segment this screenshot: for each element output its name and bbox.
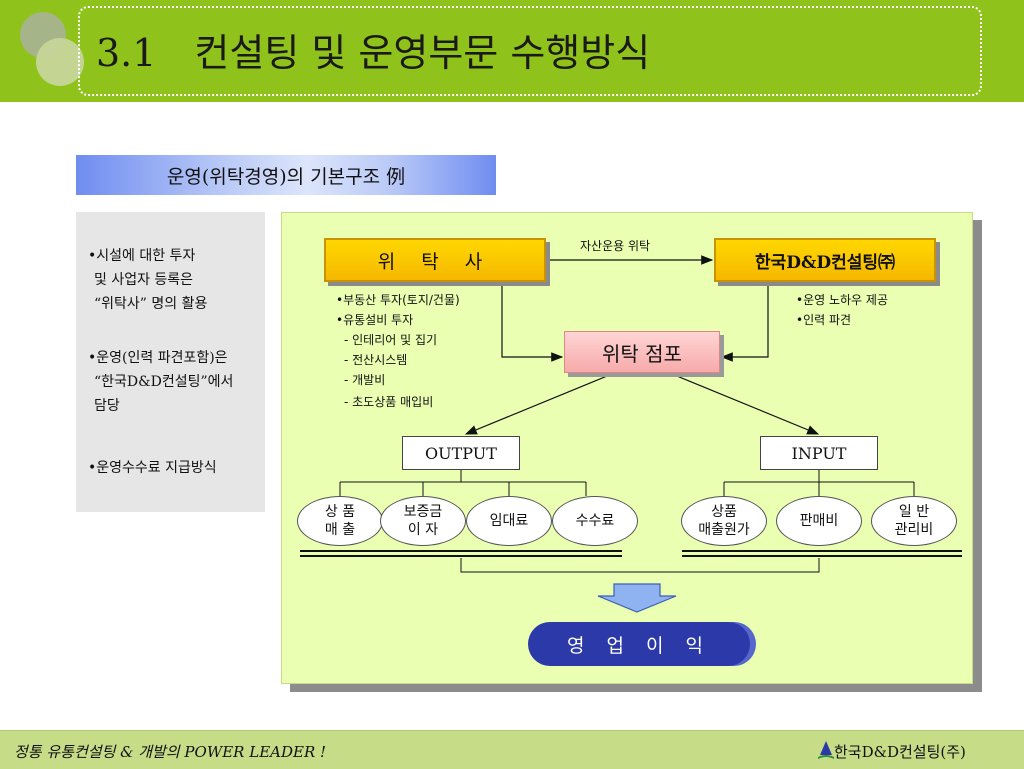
section-subtitle: 운영(위탁경영)의 기본구조 例 bbox=[76, 155, 496, 195]
arrow-label: 자산운용 위탁 bbox=[580, 239, 651, 253]
oval-line: 보증금 bbox=[403, 504, 443, 520]
input-oval: 판매비 bbox=[776, 496, 862, 546]
operating-profit-box: 영 업 이 익 bbox=[528, 622, 750, 666]
store-box: 위탁 점포 bbox=[564, 331, 720, 373]
consultant-box: 한국D&D컨설팅㈜ bbox=[714, 238, 936, 282]
title-frame bbox=[78, 6, 982, 96]
oval-line: 수수료 bbox=[575, 513, 615, 529]
output-oval: 상 품 매 출 bbox=[297, 496, 383, 546]
input-box: INPUT bbox=[760, 436, 878, 470]
consultant-item: •인력 파견 bbox=[796, 313, 852, 327]
footer-slogan: 정통 유통컨설팅 & 개발의 POWER LEADER ! bbox=[14, 743, 327, 761]
footer-company: 한국D&D컨설팅(주) bbox=[834, 743, 966, 761]
company-logo-icon bbox=[818, 741, 834, 759]
input-oval: 일 반 관리비 bbox=[871, 496, 957, 546]
decor-circle bbox=[36, 38, 84, 86]
note-line: •운영수수료 지급방식 bbox=[88, 460, 217, 476]
notes-panel: •시설에 대한 투자 및 사업자 등록은 “위탁사” 명의 활용 •운영(인력 … bbox=[76, 212, 265, 512]
trustor-item: - 개발비 bbox=[344, 373, 386, 387]
output-oval: 임대료 bbox=[466, 496, 552, 546]
output-oval: 수수료 bbox=[552, 496, 638, 546]
note-line: “한국D&D컨설팅”에서 bbox=[94, 374, 234, 390]
footer-bar: 정통 유통컨설팅 & 개발의 POWER LEADER ! 한국D&D컨설팅(주… bbox=[0, 730, 1024, 769]
note-line: 담당 bbox=[94, 398, 120, 414]
output-oval: 보증금 이 자 bbox=[380, 496, 466, 546]
oval-line: 관리비 bbox=[894, 522, 934, 538]
note-line: “위탁사” 명의 활용 bbox=[94, 296, 208, 312]
oval-line: 상 품 bbox=[324, 504, 356, 520]
trustor-item: •유통설비 투자 bbox=[336, 313, 414, 327]
oval-line: 임대료 bbox=[489, 513, 529, 529]
header-bar: 3.1 컨설팅 및 운영부문 수행방식 bbox=[0, 0, 1024, 102]
oval-line: 매 출 bbox=[324, 522, 356, 538]
note-line: 및 사업자 등록은 bbox=[94, 272, 194, 288]
page-title: 3.1 컨설팅 및 운영부문 수행방식 bbox=[96, 31, 651, 75]
note-line: •시설에 대한 투자 bbox=[88, 248, 196, 264]
oval-line: 매출원가 bbox=[698, 522, 750, 538]
input-oval: 상품 매출원가 bbox=[681, 496, 767, 546]
consultant-item: •운영 노하우 제공 bbox=[796, 293, 888, 307]
output-box: OUTPUT bbox=[402, 436, 520, 470]
oval-line: 이 자 bbox=[407, 522, 439, 538]
trustor-box: 위 탁 사 bbox=[324, 238, 546, 282]
trustor-item: - 전산시스템 bbox=[344, 353, 408, 367]
trustor-item: - 인테리어 및 집기 bbox=[344, 333, 438, 347]
note-line: •운영(인력 파견포함)은 bbox=[88, 350, 228, 366]
trustor-item: •부동산 투자(토지/건물) bbox=[336, 293, 460, 307]
oval-line: 상품 bbox=[711, 504, 737, 520]
oval-line: 일 반 bbox=[898, 504, 930, 520]
trustor-item: - 초도상품 매입비 bbox=[344, 395, 434, 409]
oval-line: 판매비 bbox=[799, 513, 839, 529]
